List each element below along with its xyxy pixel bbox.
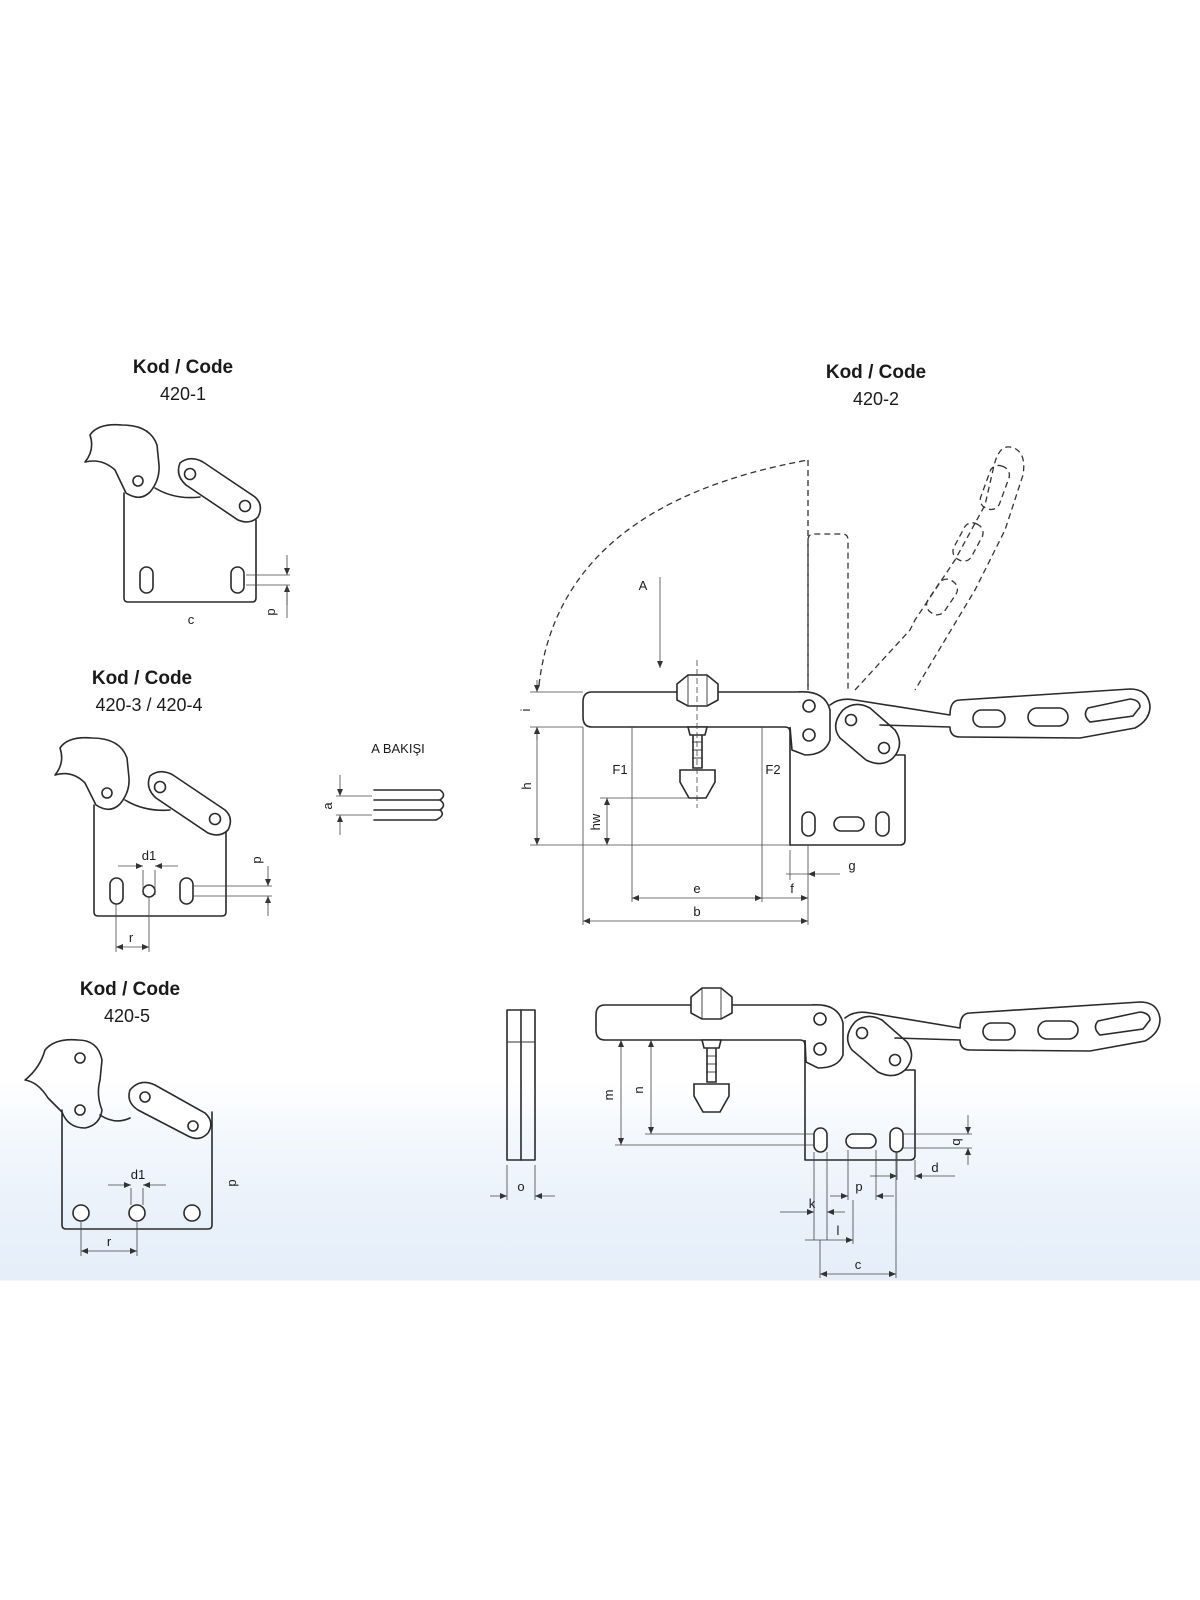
lower-spindle-nut xyxy=(690,987,733,1020)
view-3-dimension-d1: d1 xyxy=(108,1167,166,1205)
view-420-1: Kod / Code 420-1 p c xyxy=(84,357,290,627)
view-1-dimension-p: p xyxy=(246,555,290,618)
base-plate xyxy=(789,754,906,846)
lower-label-m: m xyxy=(601,1090,616,1101)
open-handle xyxy=(854,446,1025,691)
view-2-dimension-r: r xyxy=(115,897,150,952)
spindle-tip xyxy=(679,769,716,799)
view-1-title: Kod / Code xyxy=(133,357,233,378)
lower-handle xyxy=(844,1001,1161,1052)
view-420-2: Kod / Code 420-2 A xyxy=(518,362,1151,925)
view-4-label-b: b xyxy=(693,904,700,919)
a-view-section: A BAKIŞI a xyxy=(320,741,445,835)
view-3-dimension-r: r xyxy=(80,1222,138,1256)
view-4-label-F2: F2 xyxy=(765,762,780,777)
pivot-plate xyxy=(789,691,831,756)
view-2-code: 420-3 / 420-4 xyxy=(95,695,202,715)
view-420-5: Kod / Code 420-5 d1 p xyxy=(24,979,239,1256)
lower-label-q: q xyxy=(948,1138,963,1145)
view-3-clamp-arm xyxy=(24,1038,212,1140)
view-1-label-p: p xyxy=(263,608,278,615)
view-1-clamp-arm xyxy=(84,423,262,523)
view-1-label-c: c xyxy=(188,612,195,627)
view-1-base-plate xyxy=(123,492,257,603)
view-2-clamp-arm xyxy=(54,736,232,836)
view-3-label-r: r xyxy=(107,1234,112,1249)
view-2-dimension-p: p xyxy=(193,856,272,916)
view-4-label-hw: hw xyxy=(588,813,603,830)
lower-view: o m n xyxy=(490,987,1161,1278)
a-view-label-a: a xyxy=(320,802,335,810)
view-3-label-d1: d1 xyxy=(131,1167,145,1182)
view-2-base-plate xyxy=(93,804,227,917)
lower-label-c: c xyxy=(855,1257,862,1272)
view-4-label-e: e xyxy=(693,881,700,896)
view-4-label-F1: F1 xyxy=(612,762,627,777)
open-bar xyxy=(807,533,849,690)
link-plate xyxy=(834,703,901,765)
side-profile: o xyxy=(490,1009,555,1200)
view-4-label-i: i xyxy=(518,708,533,711)
view-4-label-f: f xyxy=(790,881,794,896)
lower-label-p: p xyxy=(855,1179,862,1194)
lower-label-l: l xyxy=(837,1223,840,1238)
view-3-label-p: p xyxy=(224,1179,239,1186)
view-4-label-g: g xyxy=(848,858,855,873)
view-4-code: 420-2 xyxy=(853,389,899,409)
view-420-3-420-4: Kod / Code 420-3 / 420-4 d1 xyxy=(54,668,272,952)
lower-label-d: d xyxy=(931,1160,938,1175)
view-2-dimension-d1: d1 xyxy=(118,848,178,895)
view-4-label-A: A xyxy=(639,578,648,593)
view-2-label-p: p xyxy=(249,856,264,863)
spindle-shaft xyxy=(686,726,709,769)
view-4-title: Kod / Code xyxy=(826,362,926,383)
lower-label-o: o xyxy=(517,1179,524,1194)
lower-label-n: n xyxy=(631,1086,646,1093)
a-view-title: A BAKIŞI xyxy=(371,741,424,756)
lower-link-plate xyxy=(846,1015,913,1077)
view-2-label-r: r xyxy=(129,930,134,945)
view-1-code: 420-1 xyxy=(160,384,206,404)
handle xyxy=(829,688,1151,739)
view-2-label-d1: d1 xyxy=(142,848,156,863)
lower-spindle-tip xyxy=(693,1083,730,1113)
view-2-title: Kod / Code xyxy=(92,668,192,689)
view-3-code: 420-5 xyxy=(104,1006,150,1026)
swing-arc xyxy=(538,459,809,686)
spindle-nut xyxy=(676,674,719,707)
view-4-label-h: h xyxy=(519,782,534,789)
view-3-title: Kod / Code xyxy=(80,979,180,1000)
lower-label-k: k xyxy=(809,1196,816,1211)
